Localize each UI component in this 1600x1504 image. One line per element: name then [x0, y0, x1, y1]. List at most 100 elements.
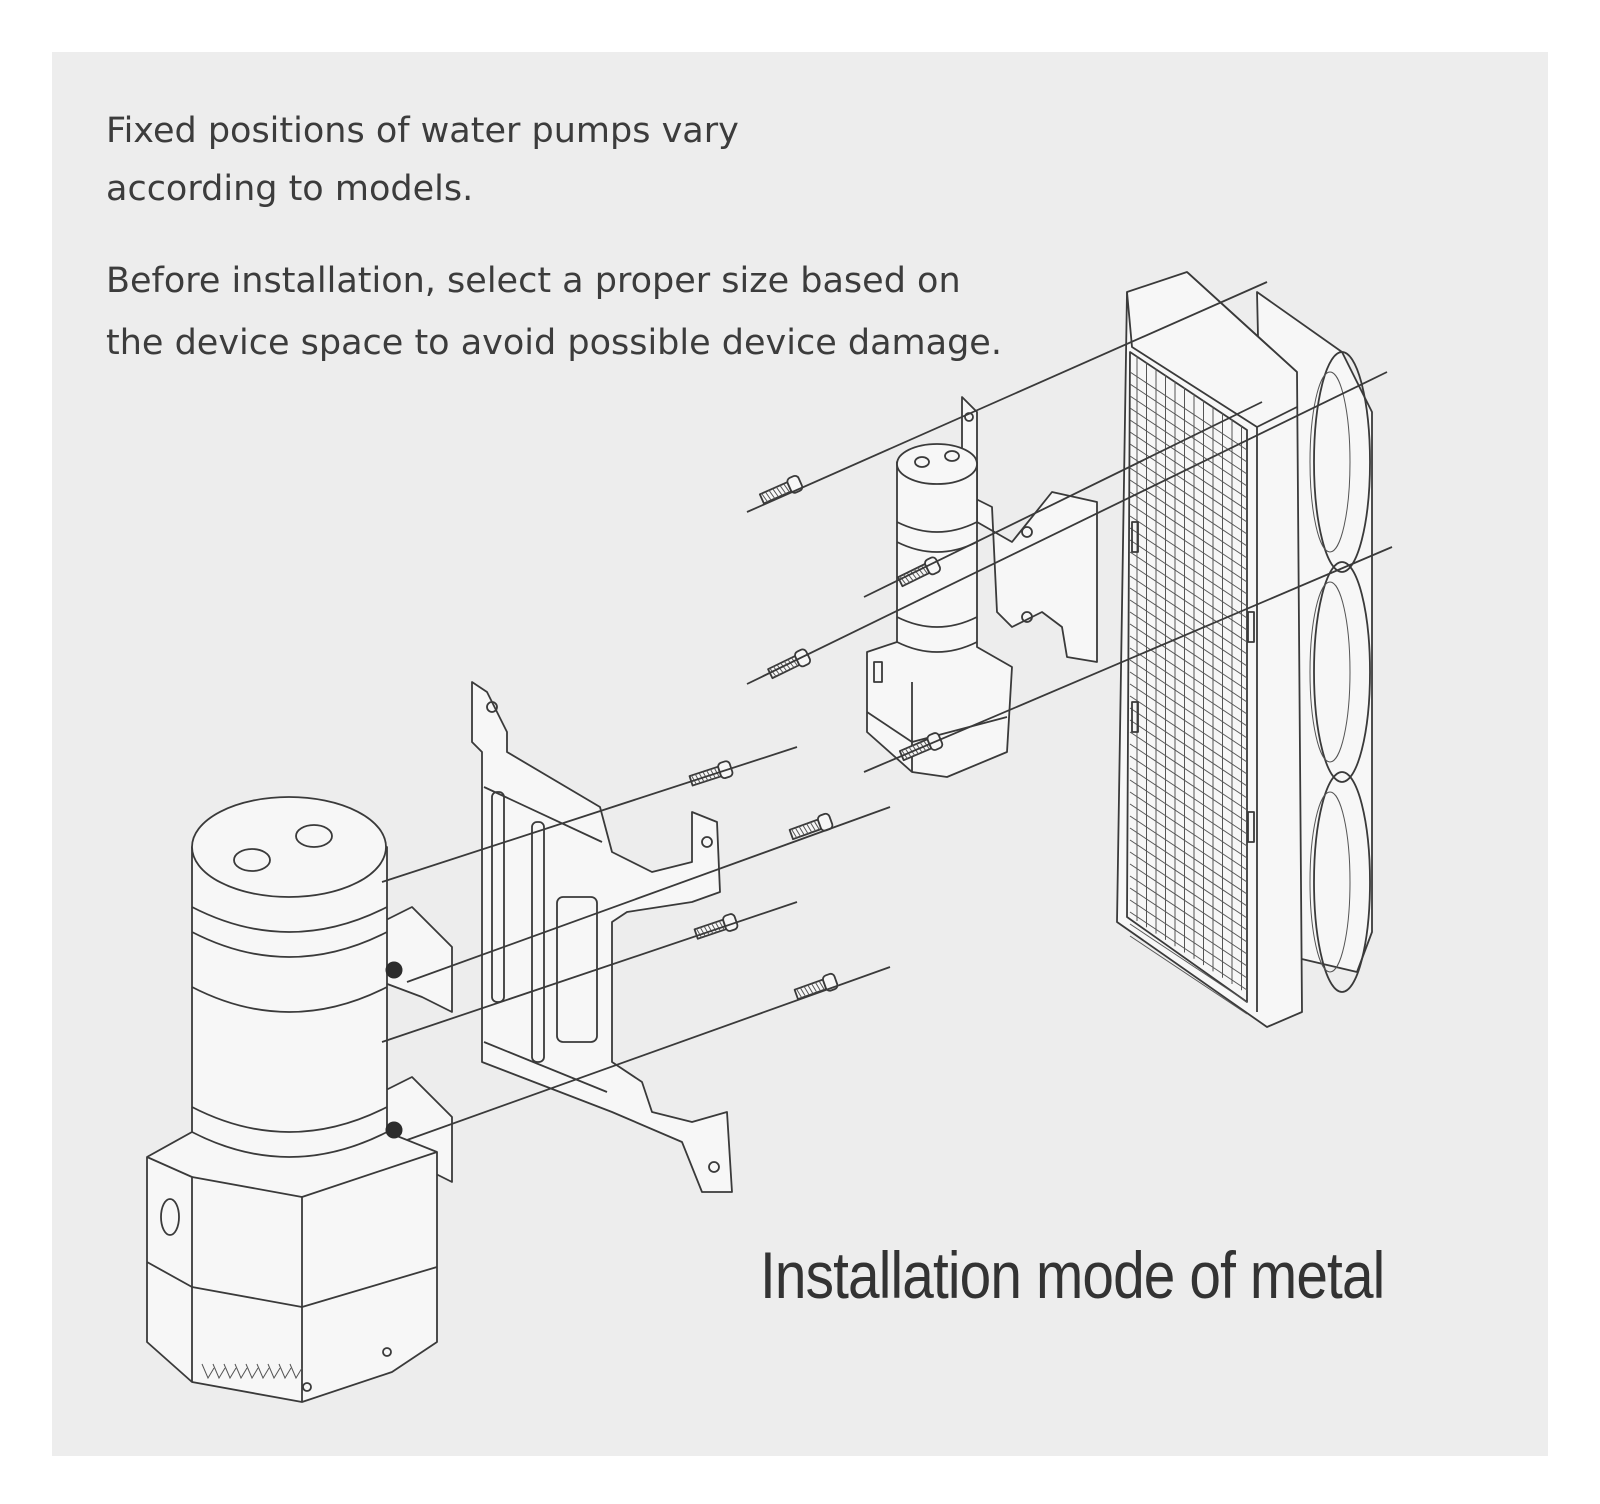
guide-line — [406, 806, 891, 983]
base-fin — [234, 1363, 248, 1380]
exploded-installation-drawing — [146, 271, 1393, 1403]
radiator-fin-row — [1129, 635, 1248, 715]
screw-thread-groove — [779, 485, 787, 495]
radiator-fin-row — [1129, 407, 1248, 487]
radiator-fin-row — [1129, 923, 1248, 1003]
screw-thread-groove — [699, 927, 706, 937]
screw-thread-groove — [920, 565, 928, 575]
radiator-fin-row — [1129, 779, 1248, 859]
radiator-fin-row — [1129, 719, 1248, 799]
screw — [693, 913, 739, 940]
guide-line — [406, 966, 891, 1141]
radiator-fin-row — [1129, 875, 1248, 955]
base-fin — [267, 1363, 281, 1380]
radiator-fin-row — [1129, 707, 1248, 787]
screw-thread-groove — [791, 828, 798, 839]
screw-thread-groove — [802, 824, 809, 835]
radiator-fins — [1129, 356, 1248, 1015]
guide-line — [746, 371, 1388, 685]
pump-small — [866, 396, 1098, 778]
guide-line — [381, 746, 798, 883]
radiator-fin-row — [1129, 419, 1248, 499]
radiator-fin-row — [1129, 431, 1248, 511]
radiator-fin-row — [1129, 803, 1248, 883]
radiator-fin-row — [1129, 899, 1248, 979]
screw-thread-groove — [798, 826, 805, 836]
radiator-fin-row — [1129, 863, 1248, 943]
assembly-guide-lines — [381, 281, 1393, 1141]
radiator-fin-row — [1129, 599, 1248, 679]
screw-thread-groove — [818, 980, 825, 990]
radiator-fin-row — [1129, 575, 1248, 655]
radiator-fin-row — [1129, 515, 1248, 595]
screw-thread-groove — [696, 928, 702, 938]
radiator-fin-row — [1129, 743, 1248, 823]
screw-thread-groove — [917, 567, 925, 576]
radiator-fin-row — [1129, 371, 1248, 451]
screw-head — [722, 913, 739, 932]
screw-thread-groove — [711, 923, 718, 933]
screw-thread-groove — [814, 982, 821, 992]
radiator-fin-row — [1129, 791, 1248, 871]
diagram-panel: Fixed positions of water pumps vary acco… — [52, 52, 1548, 1456]
radiator-fin-row — [1129, 563, 1248, 643]
screw-thread-groove — [799, 987, 806, 997]
radiator-fin-row — [1129, 503, 1248, 583]
screw-thread-groove — [906, 572, 914, 582]
screw-thread-groove — [803, 986, 810, 996]
radiator-fin-row — [1129, 755, 1248, 835]
screw-thread-groove — [783, 483, 790, 493]
screw-thread-groove — [707, 924, 714, 934]
radiator-fin-row — [1129, 683, 1248, 763]
pump-large — [146, 796, 453, 1403]
radiator-fin-row — [1129, 647, 1248, 727]
radiator-fin-row — [1129, 623, 1248, 703]
radiator-fin-row — [1129, 659, 1248, 739]
screw-thread-groove — [714, 922, 721, 932]
note-size-selection: Before installation, select a proper siz… — [106, 261, 1002, 363]
screw-thread-groove — [772, 488, 779, 498]
base-fin — [223, 1363, 237, 1380]
screw-thread-groove — [794, 827, 801, 837]
screw-thread-groove — [807, 984, 814, 994]
guide-line — [746, 281, 1268, 513]
radiator-fin-row — [1129, 911, 1248, 991]
pump-base-fins — [201, 1363, 303, 1380]
note-pump-positions: Fixed positions of water pumps vary acco… — [106, 111, 739, 209]
screw-thread-groove — [809, 822, 817, 832]
base-fin — [212, 1363, 226, 1380]
radiator-fin-row — [1129, 887, 1248, 967]
radiator-fin-row — [1129, 935, 1248, 1015]
guide-line — [863, 546, 1393, 773]
radiator-fin-row — [1129, 695, 1248, 775]
radiator-fin-row — [1129, 851, 1248, 931]
screw-thread-groove — [703, 925, 710, 936]
screw-thread-groove — [913, 568, 921, 578]
radiator-fin-row — [1129, 491, 1248, 571]
diagram-caption: Installation mode of metal — [760, 1238, 1385, 1312]
screw-thread-groove — [813, 820, 820, 830]
screw-thread-groove — [775, 486, 783, 496]
radiator-fin-row — [1129, 395, 1248, 475]
radiator-fin-row — [1129, 479, 1248, 559]
screw-thread-groove — [761, 493, 768, 503]
screw-thread-groove — [718, 920, 725, 931]
radiator-fin-row — [1129, 767, 1248, 847]
radiator-fin-row — [1129, 611, 1248, 691]
radiator-fin-row — [1129, 467, 1248, 547]
base-fin — [245, 1363, 259, 1380]
guide-line — [381, 901, 798, 1043]
screw-thread-groove — [764, 491, 772, 501]
radiator-fin-row — [1129, 455, 1248, 535]
radiator-fin-row — [1129, 527, 1248, 607]
radiator-fin-row — [1129, 539, 1248, 619]
base-fin — [289, 1363, 303, 1380]
radiator-fin-row — [1129, 839, 1248, 919]
screw-thread-groove — [811, 983, 818, 993]
screw — [788, 812, 834, 841]
radiator-fin-row — [1129, 827, 1248, 907]
radiator-fin-row — [1129, 671, 1248, 751]
guide-line — [863, 401, 1263, 598]
base-fin — [256, 1363, 270, 1380]
base-fin — [201, 1363, 215, 1380]
